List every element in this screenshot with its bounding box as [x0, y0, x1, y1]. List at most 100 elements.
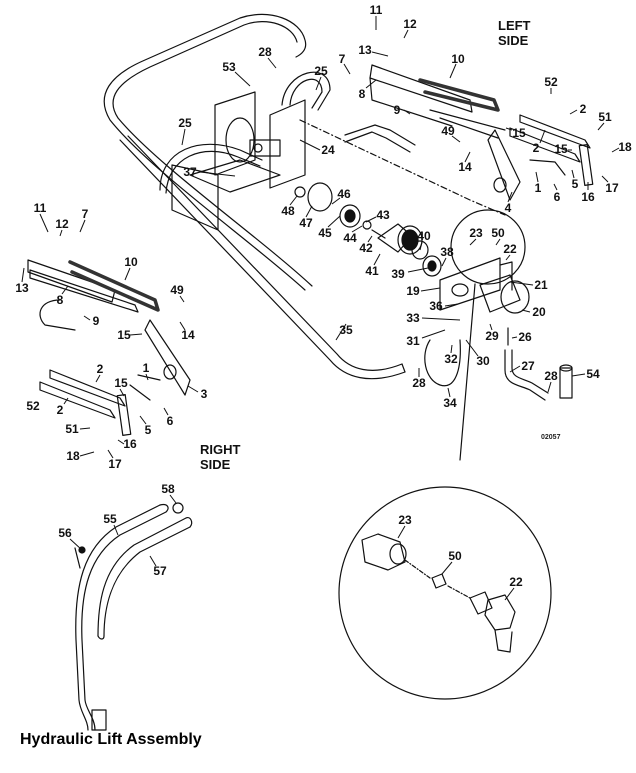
- right-side-label: RIGHT SIDE: [200, 442, 240, 472]
- callout-valve-36: 36: [429, 299, 443, 313]
- callout-58: 58: [161, 482, 175, 496]
- callout-28a: 28: [258, 45, 272, 59]
- callout-valve-23: 23: [469, 226, 483, 240]
- callout-right-15b: 15: [114, 376, 128, 390]
- callout-35: 35: [339, 323, 353, 337]
- callout-left-15b: 15: [554, 142, 568, 156]
- callout-valve-26: 26: [518, 330, 532, 344]
- callout-left-18: 18: [618, 140, 632, 154]
- callout-right-49: 49: [170, 283, 184, 297]
- callout-valve-19: 19: [406, 284, 420, 298]
- valve-assembly: [424, 257, 573, 401]
- callout-24: 24: [321, 143, 335, 157]
- callout-right-17: 17: [108, 457, 122, 471]
- right-cylinder: [27, 259, 191, 396]
- callout-right-12: 12: [55, 217, 69, 231]
- callout-left-14: 14: [458, 160, 472, 174]
- diagram-title: Hydraulic Lift Assembly: [20, 731, 202, 748]
- callout-valve-50: 50: [491, 226, 505, 240]
- callout-right-13: 13: [15, 281, 29, 295]
- detail-leader-line: [459, 283, 476, 461]
- callout-right-9: 9: [92, 314, 100, 328]
- callout-38: 38: [440, 245, 454, 259]
- callout-right-11: 11: [33, 201, 47, 215]
- callout-44: 44: [343, 231, 357, 245]
- detail-source-circle: [450, 209, 526, 285]
- callout-left-11: 11: [369, 3, 383, 17]
- drive-parts: [294, 182, 442, 277]
- right-links: [39, 369, 161, 436]
- callout-right-15a: 15: [117, 328, 131, 342]
- callout-56: 56: [58, 526, 72, 540]
- callout-37: 37: [183, 165, 197, 179]
- callout-left-2a: 2: [579, 102, 587, 116]
- callout-43: 43: [376, 208, 390, 222]
- callout-right-1: 1: [142, 361, 150, 375]
- callout-42: 42: [359, 241, 373, 255]
- callout-valve-54: 54: [586, 367, 600, 381]
- left-cylinder: [369, 64, 521, 201]
- handle-tubes: [74, 502, 193, 731]
- callout-25a: 25: [314, 64, 328, 78]
- drawing-id: 02057: [541, 434, 561, 441]
- callout-right-52: 52: [26, 399, 40, 413]
- callout-55: 55: [103, 512, 117, 526]
- detail-parts: [361, 533, 516, 653]
- left-side-label: LEFT SIDE: [498, 18, 531, 48]
- callout-45: 45: [318, 226, 332, 240]
- callout-47: 47: [299, 216, 313, 230]
- callout-57: 57: [153, 564, 167, 578]
- right-side-label-line2: SIDE: [200, 457, 231, 472]
- callout-right-51: 51: [65, 422, 79, 436]
- callout-left-52: 52: [544, 75, 558, 89]
- callout-left-16: 16: [581, 190, 595, 204]
- callout-valve-32: 32: [444, 352, 458, 366]
- overhead-hose: [103, 13, 313, 291]
- callout-valve-30: 30: [476, 354, 490, 368]
- callout-39: 39: [391, 267, 405, 281]
- callout-left-7: 7: [338, 52, 346, 66]
- callout-right-3: 3: [200, 387, 208, 401]
- callout-right-2a: 2: [96, 362, 104, 376]
- callout-left-13: 13: [358, 43, 372, 57]
- callout-left-6: 6: [553, 190, 561, 204]
- left-side-label-line2: SIDE: [498, 33, 529, 48]
- callout-41: 41: [365, 264, 379, 278]
- callout-valve-33: 33: [406, 311, 420, 325]
- callout-valve-27: 27: [521, 359, 535, 373]
- detail-circle: [338, 486, 552, 700]
- callout-valve-31: 31: [406, 334, 420, 348]
- callout-left-1: 1: [534, 181, 542, 195]
- callout-left-4: 4: [504, 201, 512, 215]
- callout-valve-29: 29: [485, 329, 499, 343]
- tube-35: [119, 135, 406, 380]
- callout-valve-20: 20: [532, 305, 546, 319]
- callout-valve-21: 21: [534, 278, 548, 292]
- left-links: [509, 114, 594, 186]
- callout-left-5: 5: [571, 177, 579, 191]
- callout-left-9: 9: [393, 103, 401, 117]
- callout-left-2b: 2: [532, 141, 540, 155]
- callout-right-8: 8: [56, 293, 64, 307]
- callout-right-18: 18: [66, 449, 80, 463]
- callout-valve-22: 22: [503, 242, 517, 256]
- left-side-label-line1: LEFT: [498, 18, 531, 33]
- left-hose: [344, 124, 416, 153]
- callout-left-12: 12: [403, 17, 417, 31]
- callout-left-49: 49: [441, 124, 455, 138]
- callout-valve-28c: 28: [544, 369, 558, 383]
- callout-right-6: 6: [166, 414, 174, 428]
- callout-right-2b: 2: [56, 403, 64, 417]
- callout-48: 48: [281, 204, 295, 218]
- callout-25b: 25: [178, 116, 192, 130]
- callout-left-10: 10: [451, 52, 465, 66]
- callout-detail-22: 22: [509, 575, 523, 589]
- callout-53: 53: [222, 60, 236, 74]
- callout-valve-34: 34: [443, 396, 457, 410]
- callout-right-10: 10: [124, 255, 138, 269]
- callout-40: 40: [417, 229, 431, 243]
- callout-detail-23: 23: [398, 513, 412, 527]
